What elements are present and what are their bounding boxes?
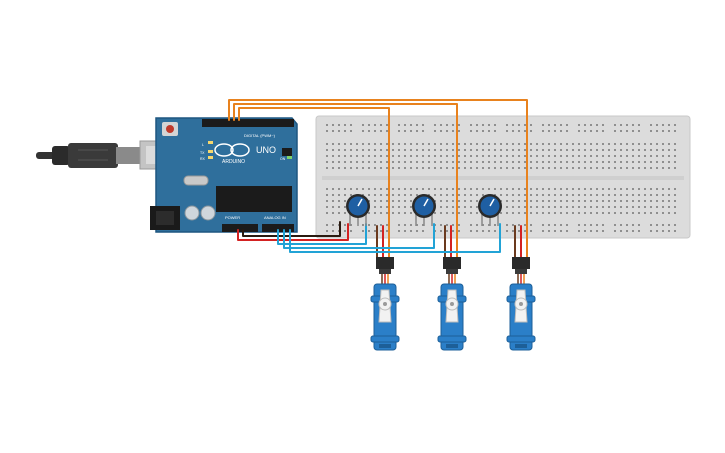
- wire-cyan[interactable]: [289, 223, 501, 253]
- breadboard-holes: [326, 124, 676, 232]
- potentiometer[interactable]: [346, 194, 370, 226]
- power-header: [222, 224, 258, 232]
- led-l: [208, 141, 213, 144]
- wire-orange[interactable]: [233, 103, 458, 259]
- usb-cable: [36, 140, 175, 170]
- led-tx: [208, 150, 213, 153]
- l-label: L: [202, 143, 204, 147]
- wire-orange[interactable]: [228, 99, 528, 259]
- crystal: [183, 175, 209, 186]
- uno-label: UNO: [256, 145, 276, 155]
- capacitor: [200, 205, 216, 221]
- wires: [228, 99, 528, 259]
- arduino-uno-board[interactable]: ARDUINO UNO DIGITAL (PWM~) POWER ANALOG …: [150, 117, 298, 233]
- digital-label: DIGITAL (PWM~): [244, 133, 276, 138]
- tx-label: TX: [200, 151, 205, 155]
- potentiometer[interactable]: [412, 194, 436, 226]
- servo-motor[interactable]: [437, 257, 467, 351]
- rx-label: RX: [200, 157, 206, 161]
- potentiometers: [346, 194, 502, 226]
- led-on: [287, 156, 292, 159]
- breadboard[interactable]: [315, 115, 691, 239]
- wire-red[interactable]: [237, 223, 349, 241]
- wire-orange[interactable]: [238, 107, 390, 259]
- wire-cyan[interactable]: [283, 223, 435, 249]
- potentiometer[interactable]: [478, 194, 502, 226]
- wire-cyan[interactable]: [277, 223, 367, 245]
- servo-motor[interactable]: [370, 257, 400, 351]
- atmega-chip: [216, 186, 292, 212]
- power-label: POWER: [225, 215, 240, 220]
- servos: [370, 257, 536, 351]
- capacitor: [184, 205, 200, 221]
- digital-header: [202, 119, 294, 127]
- analog-header: [262, 224, 294, 232]
- servo-motor[interactable]: [506, 257, 536, 351]
- arduino-brand: ARDUINO: [222, 159, 245, 165]
- on-label: ON: [280, 157, 286, 161]
- analog-label: ANALOG IN: [264, 215, 286, 220]
- led-rx: [208, 156, 213, 159]
- wire-brown[interactable]: [242, 221, 341, 237]
